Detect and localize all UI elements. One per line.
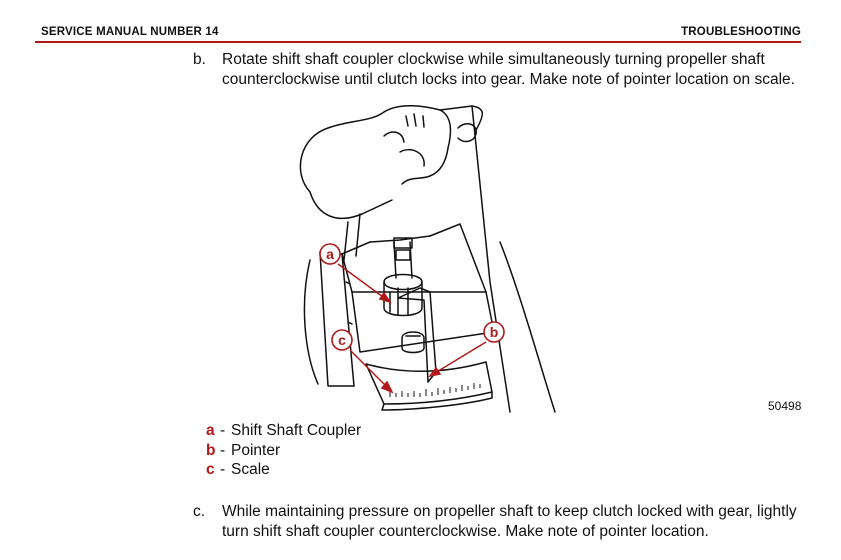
legend-key: c bbox=[206, 461, 215, 478]
step-letter: c. bbox=[193, 503, 206, 520]
callout-b-circle bbox=[483, 321, 505, 343]
figure-number: 50498 bbox=[768, 399, 802, 413]
coupler-illustration: a b c bbox=[299, 105, 556, 413]
legend: a-Shift Shaft Coupler b-Pointer c-Scale bbox=[206, 421, 361, 480]
legend-item-pointer: b-Pointer bbox=[206, 441, 281, 459]
manual-title: SERVICE MANUAL NUMBER 14 bbox=[41, 26, 219, 38]
callout-b-label: b bbox=[490, 324, 499, 340]
step-b: b. Rotate shift shaft coupler clockwise … bbox=[193, 50, 805, 89]
step-c: c. While maintaining pressure on propell… bbox=[193, 502, 805, 541]
callout-a-circle bbox=[319, 243, 341, 265]
legend-item-scale: c-Scale bbox=[206, 461, 270, 478]
step-letter: b. bbox=[193, 51, 206, 68]
header-rule bbox=[35, 41, 801, 43]
callout-c-label: c bbox=[338, 332, 346, 348]
legend-key: a bbox=[206, 422, 215, 439]
legend-label: Shift Shaft Coupler bbox=[231, 422, 362, 439]
callout-c-circle bbox=[331, 329, 353, 351]
legend-label: Scale bbox=[231, 461, 270, 478]
legend-key: b bbox=[206, 441, 216, 459]
section-title: TROUBLESHOOTING bbox=[681, 26, 801, 38]
legend-label: Pointer bbox=[231, 441, 281, 459]
step-text: Rotate shift shaft coupler clockwise whi… bbox=[222, 51, 795, 88]
legend-item-shift-shaft-coupler: a-Shift Shaft Coupler bbox=[206, 422, 362, 439]
callout-a-label: a bbox=[326, 246, 334, 262]
step-text: While maintaining pressure on propeller … bbox=[222, 503, 797, 540]
